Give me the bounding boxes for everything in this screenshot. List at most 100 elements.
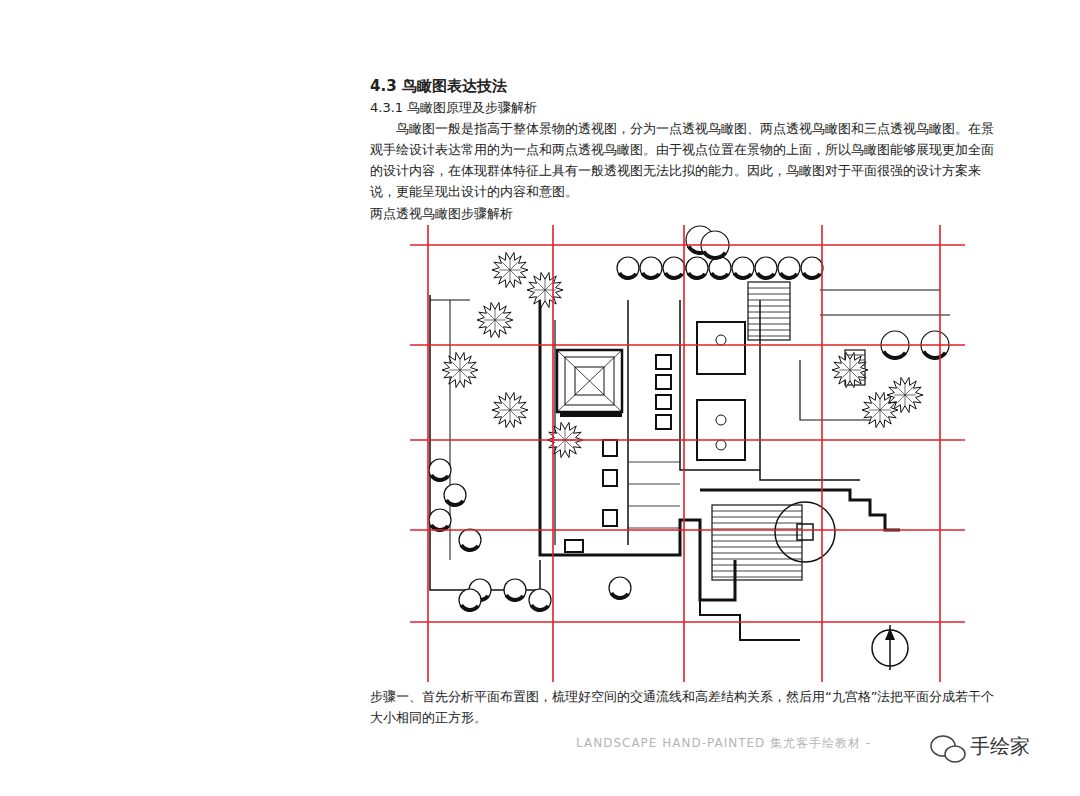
plan-line: [712, 541, 802, 542]
grid-line: [410, 344, 965, 346]
plan-line: [748, 294, 790, 295]
plan-line: [905, 384, 906, 395]
tree-shadow: [618, 272, 638, 280]
shrub-symbol: [492, 392, 528, 427]
plan-rect: [603, 440, 617, 456]
grid-line: [410, 621, 965, 623]
tree-shadow: [460, 544, 480, 552]
plan-line: [484, 320, 495, 321]
plan-line: [487, 312, 495, 320]
plan-line: [748, 324, 790, 325]
plan-line: [557, 350, 622, 412]
plan-line: [712, 511, 802, 512]
plan-rect: [656, 355, 671, 369]
tree-shadow: [664, 272, 684, 280]
plan-line: [545, 282, 553, 290]
tree-shadow: [505, 594, 525, 602]
watermark: 手绘家: [970, 733, 1070, 760]
plan-rect: [565, 540, 583, 552]
plan-wall: [759, 300, 761, 470]
grid-line: [410, 529, 965, 531]
tree-shadow: [882, 350, 907, 360]
plan-line: [557, 432, 565, 440]
plan-rect: [557, 350, 622, 412]
plan-line: [712, 523, 802, 524]
shrub-symbol: [527, 272, 563, 307]
plan-line: [460, 362, 468, 370]
plan-line: [565, 440, 566, 451]
plan-line: [460, 359, 461, 370]
plan-line: [495, 312, 503, 320]
plan-line: [897, 395, 905, 403]
plan-line: [872, 410, 880, 418]
plan-line: [495, 320, 496, 331]
plan-rect: [797, 524, 813, 540]
plan-rect: [656, 415, 671, 429]
tree-shadow: [430, 474, 450, 482]
plan-wall: [680, 300, 860, 480]
pavilion-shadow: [560, 412, 622, 417]
plan-line: [537, 282, 545, 290]
plan-line: [452, 370, 460, 378]
plan-line: [712, 565, 802, 566]
plan-line: [748, 306, 790, 307]
plan-line: [449, 370, 460, 371]
figure-heading: 两点透视鸟瞰图步骤解析: [370, 205, 1010, 223]
plan-line: [565, 432, 573, 440]
plan-line: [628, 484, 680, 485]
plan-line: [880, 410, 888, 418]
plan-line: [510, 410, 511, 421]
plan-line: [712, 577, 802, 578]
tree-shadow: [610, 592, 630, 600]
plan-line: [510, 399, 511, 410]
plan-line: [872, 402, 880, 410]
plan-line: [897, 387, 905, 395]
plan-line: [499, 410, 510, 411]
plan-line: [712, 553, 802, 554]
plan-drawing: [410, 225, 965, 682]
plan-line: [460, 370, 471, 371]
plan-line: [565, 429, 566, 440]
wechat-icon: [945, 746, 965, 762]
shrub-symbol: [442, 352, 478, 387]
plan-line: [502, 262, 510, 270]
plan-line: [487, 320, 495, 328]
grid-line: [683, 225, 685, 682]
grid-line: [410, 244, 965, 246]
plan-line: [850, 370, 861, 371]
subsection-title: 4.3.1 鸟瞰图原理及步骤解析: [370, 99, 1010, 117]
tree-shadow: [922, 350, 947, 360]
plan-line: [557, 440, 565, 448]
plan-line: [748, 300, 790, 301]
fountain-symbol: [716, 335, 726, 345]
plan-line: [502, 402, 510, 410]
plan-line: [842, 362, 850, 370]
plan-line: [557, 350, 622, 412]
plan-line: [839, 370, 850, 371]
plan-line: [510, 270, 511, 281]
tree-shadow: [460, 604, 480, 612]
plan-wall: [820, 290, 940, 291]
grid-line: [410, 439, 965, 441]
tree-shadow: [641, 272, 661, 280]
plan-line: [850, 370, 858, 378]
shrub-symbol: [832, 352, 868, 387]
plan-line: [712, 571, 802, 572]
plan-line: [628, 462, 680, 463]
plan-line: [712, 535, 802, 536]
plan-line: [748, 312, 790, 313]
plan-line: [495, 309, 496, 320]
plan-line: [628, 528, 680, 529]
plan-line: [850, 359, 851, 370]
plan-line: [905, 387, 913, 395]
plan-line: [880, 399, 881, 410]
tree-shadow: [779, 272, 799, 280]
north-arrow-head: [885, 628, 895, 640]
plan-line: [545, 279, 546, 290]
plan-line: [748, 336, 790, 337]
plan-line: [565, 440, 573, 448]
plan-line: [534, 290, 545, 291]
plan-line: [880, 410, 891, 411]
plan-line: [510, 262, 518, 270]
